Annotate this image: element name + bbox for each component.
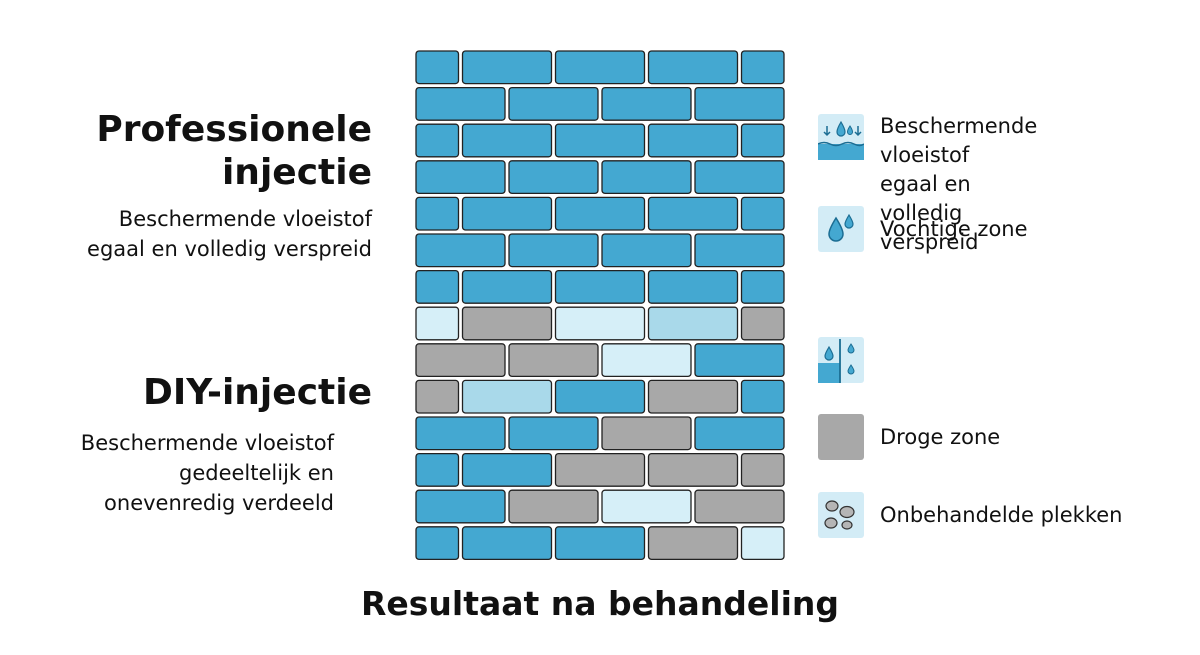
brick	[647, 526, 739, 561]
brick	[647, 269, 739, 304]
brick	[508, 160, 599, 195]
diy-injection-heading: DIY-injectie	[142, 372, 372, 413]
brick	[415, 526, 460, 561]
brick	[415, 343, 506, 378]
brick	[461, 306, 553, 341]
brick	[554, 526, 646, 561]
brick	[694, 416, 785, 451]
brick	[740, 452, 785, 487]
brick	[415, 123, 460, 158]
brick	[740, 526, 785, 561]
water-drops-icon	[818, 206, 864, 252]
professional-injection-heading: Professionele injectie	[96, 109, 372, 193]
brick	[740, 269, 785, 304]
brick	[554, 50, 646, 85]
brick	[694, 489, 785, 524]
brick	[508, 489, 599, 524]
footer-title: Resultaat na behandeling	[360, 584, 840, 623]
brick	[694, 343, 785, 378]
brick	[461, 123, 553, 158]
brick	[415, 306, 460, 341]
legend-label-untreated-spots: Onbehandelde plekken	[880, 503, 1123, 527]
brick	[740, 379, 785, 414]
brick	[554, 306, 646, 341]
brick	[415, 50, 460, 85]
brick	[694, 233, 785, 268]
diy-injection-description: Beschermende vloeistof gedeeltelijk en o…	[80, 431, 334, 515]
brick	[694, 86, 785, 121]
brick	[415, 379, 460, 414]
brick	[415, 233, 506, 268]
brick	[647, 123, 739, 158]
brick	[601, 489, 692, 524]
brick	[601, 160, 692, 195]
brick	[461, 50, 553, 85]
brick	[508, 416, 599, 451]
brick	[694, 160, 785, 195]
legend-label-dry-zone: Droge zone	[880, 425, 1001, 449]
brick	[601, 233, 692, 268]
brick	[415, 160, 506, 195]
stones-icon	[818, 492, 864, 538]
brick	[647, 452, 739, 487]
professional-injection-description: Beschermende vloeistof egaal en volledig…	[87, 207, 372, 261]
brick	[461, 379, 553, 414]
brick	[415, 86, 506, 121]
brick	[461, 269, 553, 304]
brick	[740, 123, 785, 158]
brick	[415, 269, 460, 304]
brick	[508, 86, 599, 121]
brick	[415, 489, 506, 524]
brick	[740, 306, 785, 341]
brick	[647, 306, 739, 341]
brick	[740, 196, 785, 231]
brick	[647, 196, 739, 231]
brick	[554, 196, 646, 231]
brick	[740, 50, 785, 85]
brick	[508, 343, 599, 378]
brick	[508, 233, 599, 268]
brick	[647, 50, 739, 85]
brick	[554, 269, 646, 304]
grey-square-icon	[818, 414, 864, 460]
brick	[461, 196, 553, 231]
legend-label-liquid-spread: Beschermende vloeistof egaal en volledig…	[880, 114, 1038, 254]
brick	[415, 452, 460, 487]
brick	[554, 379, 646, 414]
brick	[554, 452, 646, 487]
brick	[601, 343, 692, 378]
brick	[415, 196, 460, 231]
legend-label-humid-zone: Vochtige zone	[880, 217, 1028, 241]
brick	[601, 416, 692, 451]
brick	[601, 86, 692, 121]
brick	[461, 526, 553, 561]
brick	[554, 123, 646, 158]
partial-liquid-icon	[818, 337, 864, 383]
brick	[461, 452, 553, 487]
brick	[415, 416, 506, 451]
liquid-spread-icon	[818, 114, 864, 160]
brick	[647, 379, 739, 414]
